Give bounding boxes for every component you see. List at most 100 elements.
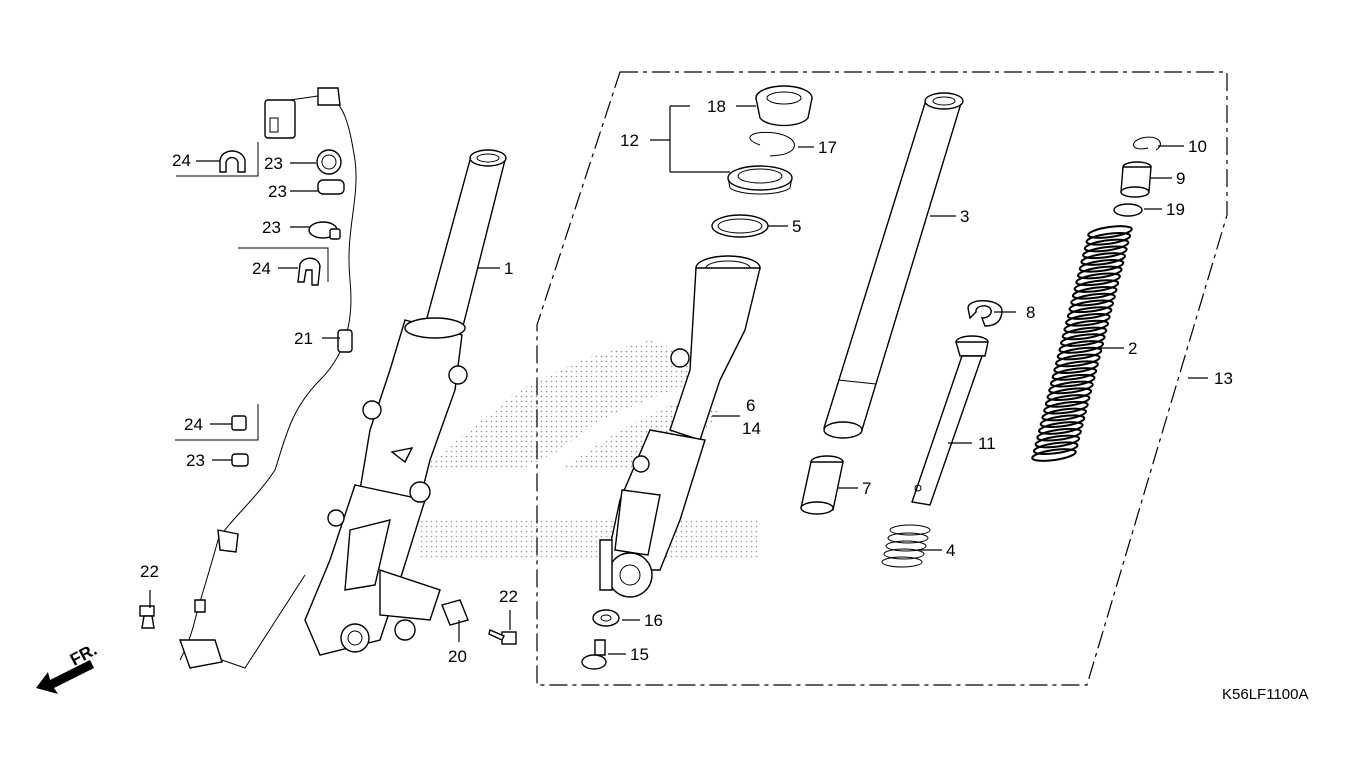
assembly-13-boundary xyxy=(536,71,1228,686)
callout-23-d: 23 xyxy=(186,451,205,470)
washer-16[interactable] xyxy=(592,609,620,627)
callout-9: 9 xyxy=(1176,169,1185,188)
callout-19: 19 xyxy=(1166,200,1185,219)
spring-coil xyxy=(1075,272,1121,287)
piston-ring-8[interactable] xyxy=(967,300,1003,327)
spring-coil xyxy=(1060,333,1106,347)
spring-coil xyxy=(1063,319,1109,334)
spring-coil xyxy=(1051,367,1098,381)
clamp-23-d[interactable] xyxy=(231,453,249,467)
leader-lines xyxy=(149,105,1208,655)
callout-22-left: 22 xyxy=(140,562,159,581)
spring-coil xyxy=(1055,353,1101,368)
circlip-10[interactable] xyxy=(1133,136,1161,151)
callout-22-right: 22 xyxy=(499,587,518,606)
spring-coil xyxy=(1046,387,1093,402)
callout-23-c: 23 xyxy=(262,218,281,237)
callout-2: 2 xyxy=(1128,339,1137,358)
rebound-spring-4[interactable] xyxy=(881,524,931,568)
callout-15: 15 xyxy=(630,645,649,664)
clip-24-b[interactable] xyxy=(297,257,321,286)
spring-coil xyxy=(1031,448,1077,462)
callout-11: 11 xyxy=(978,434,996,453)
spring-coil xyxy=(1034,434,1081,449)
spring-coil xyxy=(1085,231,1132,246)
spring-coil xyxy=(1039,414,1086,429)
spring-coil xyxy=(1073,279,1120,293)
back-up-ring-5[interactable] xyxy=(711,214,769,238)
socket-bolt-15[interactable] xyxy=(581,639,607,670)
spring-coil xyxy=(1043,400,1089,415)
callout-4: 4 xyxy=(946,541,955,560)
spring-coil xyxy=(1080,252,1126,266)
speed-sensor-wire[interactable] xyxy=(179,87,357,669)
o-ring-19[interactable] xyxy=(1113,203,1143,217)
watermark-logo xyxy=(420,340,760,560)
bolt-22-left[interactable] xyxy=(139,605,155,629)
bracket-20[interactable] xyxy=(441,599,469,626)
clamp-23-b[interactable] xyxy=(317,179,345,195)
callout-8: 8 xyxy=(1026,303,1035,322)
spring-coil xyxy=(1070,292,1116,307)
callout-16: 16 xyxy=(644,611,663,630)
callout-10: 10 xyxy=(1188,137,1207,156)
spring-coil xyxy=(1083,238,1130,253)
clamp-23-c[interactable] xyxy=(308,221,341,240)
callout-21: 21 xyxy=(294,329,313,348)
callout-23-b: 23 xyxy=(268,182,287,201)
spring-coil xyxy=(1082,245,1128,260)
callout-1: 1 xyxy=(504,259,513,278)
dust-seal-18[interactable] xyxy=(755,85,813,127)
callout-6: 6 xyxy=(746,396,755,415)
diagram-code: K56LF1100A xyxy=(1222,686,1308,703)
spring-coil xyxy=(1077,265,1123,280)
callout-3: 3 xyxy=(960,207,969,226)
direction-label: FR. xyxy=(67,640,100,670)
callout-labels: 1 2 3 4 5 6 14 7 8 9 10 11 12 13 15 16 1… xyxy=(140,97,1233,666)
spring-coil xyxy=(1053,360,1099,375)
callout-5: 5 xyxy=(792,217,801,236)
spring-coil xyxy=(1058,340,1104,354)
spring-coil xyxy=(1061,326,1108,341)
clip-24-a[interactable] xyxy=(219,150,246,173)
fork-slider-6[interactable] xyxy=(599,255,761,598)
fork-pipe-3[interactable] xyxy=(823,92,964,439)
callout-24-a: 24 xyxy=(172,151,191,170)
fork-bolt-9[interactable] xyxy=(1120,161,1152,198)
spring-coil xyxy=(1065,312,1111,327)
callout-24-c: 24 xyxy=(184,415,203,434)
spring-coil xyxy=(1041,407,1087,422)
callout-13: 13 xyxy=(1214,369,1233,388)
callout-18: 18 xyxy=(707,97,726,116)
spring-coil xyxy=(1056,346,1103,361)
callout-24-b: 24 xyxy=(252,259,271,278)
callout-17: 17 xyxy=(818,138,837,157)
spring-coil xyxy=(1048,380,1094,395)
oil-lock-piece-7[interactable] xyxy=(800,455,844,515)
spring-coil xyxy=(1087,225,1133,239)
fork-leg-assembly-left[interactable] xyxy=(304,149,507,656)
callout-20: 20 xyxy=(448,647,467,666)
fork-spring-2[interactable] xyxy=(1031,224,1133,463)
spring-coil xyxy=(1078,258,1125,273)
callout-12: 12 xyxy=(620,131,639,150)
arrow-left-down-icon xyxy=(36,660,94,694)
circlip-17[interactable] xyxy=(749,131,795,157)
callout-7: 7 xyxy=(862,479,871,498)
callout-23-a: 23 xyxy=(264,154,283,173)
spring-coil xyxy=(1066,306,1113,320)
clip-24-c[interactable] xyxy=(231,415,247,431)
bolt-22-right[interactable] xyxy=(488,629,517,645)
fork-piston-11[interactable] xyxy=(911,335,989,506)
spring-coil xyxy=(1049,373,1096,388)
callout-14: 14 xyxy=(742,419,761,438)
clamp-23-a[interactable] xyxy=(316,149,342,175)
front-direction-indicator: FR. xyxy=(36,640,100,694)
spring-coil xyxy=(1071,285,1118,300)
oil-seal-12[interactable] xyxy=(727,165,793,195)
spring-coil xyxy=(1032,441,1079,456)
spring-coil xyxy=(1038,421,1084,435)
spring-coil xyxy=(1036,427,1082,442)
spring-coil xyxy=(1044,394,1091,408)
